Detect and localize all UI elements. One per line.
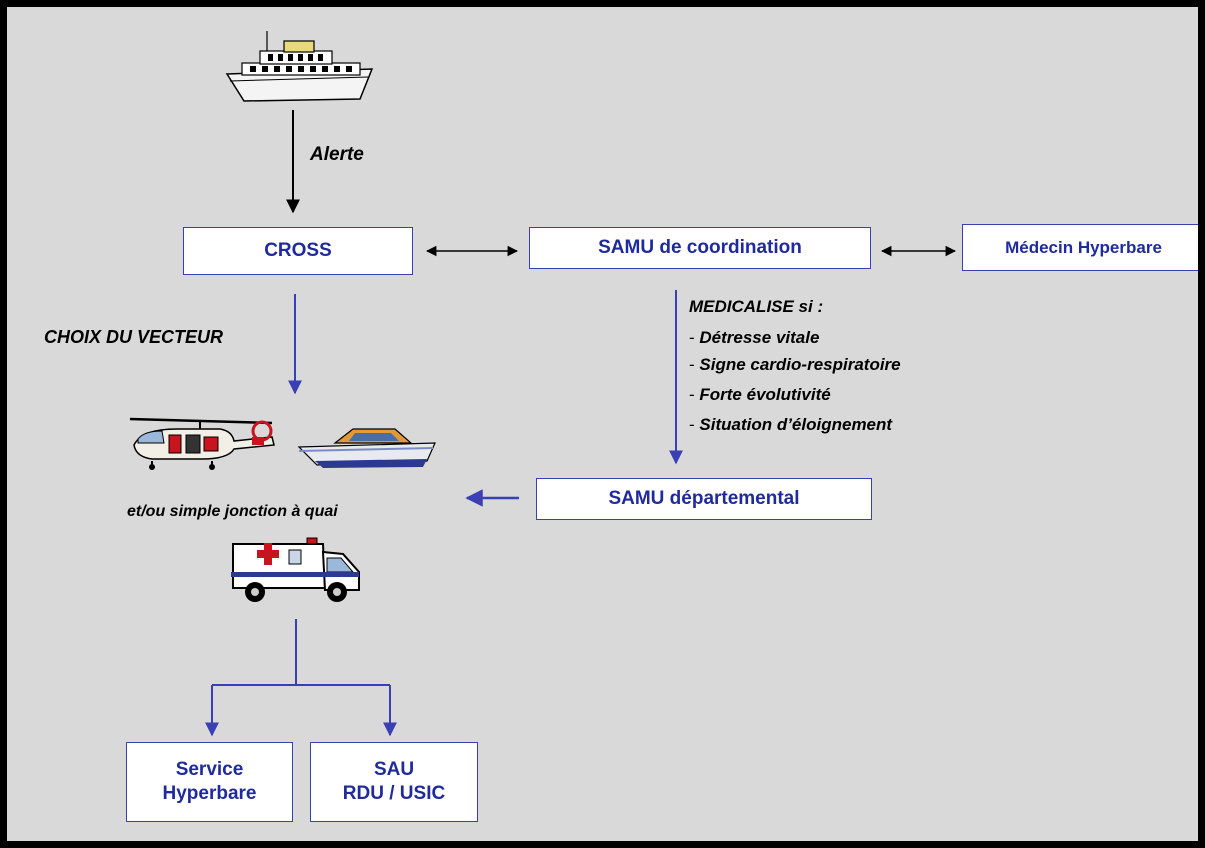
- sau-line-2: RDU / USIC: [342, 783, 446, 804]
- split-connector: [212, 619, 390, 686]
- medecin-hyperbare-box: Médecin Hyperbare: [962, 224, 1198, 271]
- service-hyperbare-line-1: Service: [175, 759, 244, 780]
- ship-icon: [225, 31, 374, 102]
- speedboat-icon: [297, 428, 436, 468]
- alert-label: Alerte: [310, 144, 364, 165]
- medicalise-label: MEDICALISE si :: [689, 297, 824, 316]
- service-hyperbare-box: Service Hyperbare: [126, 742, 293, 822]
- criterion-item: - Détresse vitale: [689, 328, 820, 347]
- cross-box: CROSS: [183, 227, 413, 275]
- vector-choice-label: CHOIX DU VECTEUR: [44, 327, 224, 347]
- helicopter-icon: [129, 417, 275, 470]
- samu-departemental-box: SAMU départemental: [536, 478, 872, 520]
- criterion-item: - Forte évolutivité: [689, 385, 831, 404]
- criterion-item: - Signe cardio-respiratoire: [689, 355, 901, 374]
- sau-box: SAU RDU / USIC: [310, 742, 478, 822]
- criterion-item: - Situation d’éloignement: [689, 415, 893, 434]
- quay-junction-label: et/ou simple jonction à quai: [127, 503, 338, 520]
- sau-line-1: SAU: [373, 759, 415, 780]
- samu-coordination-box: SAMU de coordination: [529, 227, 871, 269]
- connector-layer: [205, 110, 957, 737]
- service-hyperbare-line-2: Hyperbare: [162, 783, 257, 804]
- ambulance-icon: [231, 537, 360, 602]
